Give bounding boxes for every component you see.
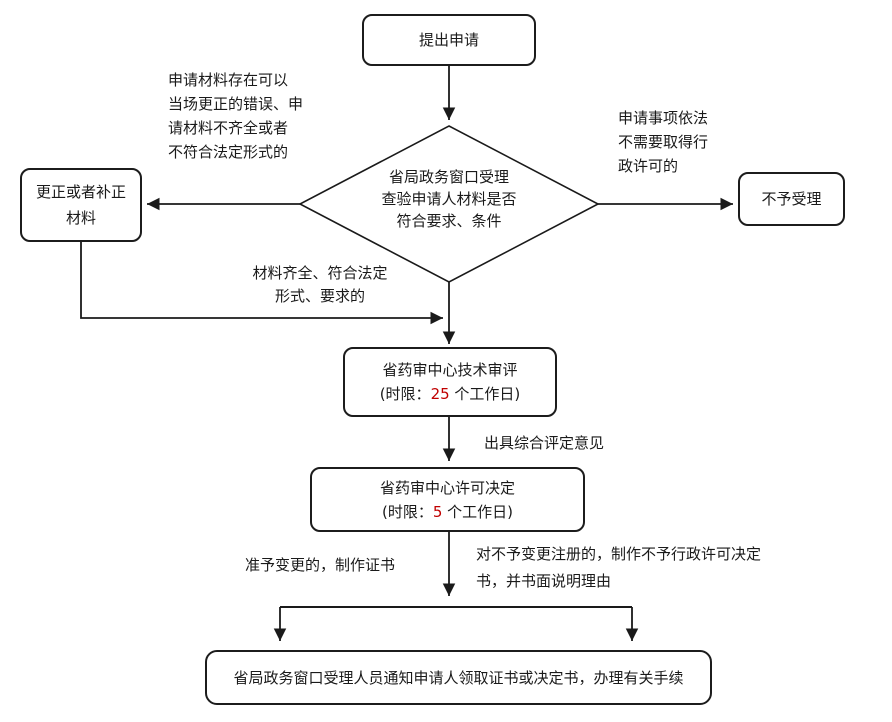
edge-correct-to-main (80, 242, 443, 325)
tech-review-node: 省药审中心技术审评 (时限：25 个工作日) (343, 347, 557, 417)
label-no-permit-needed: 申请事项依法 不需要取得行 政许可的 (618, 109, 709, 175)
correct-material-node: 更正或者补正 材料 (20, 168, 142, 242)
start-node-label: 提出申请 (418, 31, 479, 49)
license-decision-node: 省药审中心许可决定 (时限：5 个工作日) (310, 467, 585, 532)
label-approved-note: 准予变更的，制作证书 (245, 556, 396, 574)
tech-review-days: 25 (430, 385, 450, 403)
label-correctable-condition: 申请材料存在可以 当场更正的错误、申 请材料不齐全或者 不符合法定形式的 (168, 71, 304, 161)
license-time-prefix: (时限： (381, 502, 433, 521)
license-decision-title: 省药审中心许可决定 (379, 478, 515, 497)
label-complete-condition: 材料齐全、符合法定 形式、要求的 (252, 264, 388, 305)
label-denied-note: 对不予变更注册的，制作不予行政许可决定 书，并书面说明理由 (476, 545, 762, 590)
notify-node: 省局政务窗口受理人员通知申请人领取证书或决定书，办理有关手续 (205, 650, 712, 705)
reject-node-label: 不予受理 (761, 190, 822, 208)
license-time-suffix: 个工作日) (442, 502, 514, 521)
license-days: 5 (432, 502, 443, 521)
label-review-opinion: 出具综合评定意见 (484, 434, 605, 452)
correct-material-label: 更正或者补正 材料 (35, 183, 126, 227)
tech-review-time-prefix: (时限： (379, 385, 431, 403)
reject-node: 不予受理 (738, 172, 845, 226)
decision-node-label: 省局政务窗口受理 查验申请人材料是否 符合要求、条件 (381, 168, 517, 230)
tech-review-title: 省药审中心技术审评 (382, 361, 518, 379)
tech-review-timelimit: (时限：25 个工作日) (380, 382, 521, 406)
license-decision-timelimit: (时限：5 个工作日) (382, 500, 513, 524)
tech-review-time-suffix: 个工作日) (449, 385, 521, 403)
notify-node-label: 省局政务窗口受理人员通知申请人领取证书或决定书，办理有关手续 (233, 668, 684, 687)
start-node: 提出申请 (362, 14, 536, 66)
